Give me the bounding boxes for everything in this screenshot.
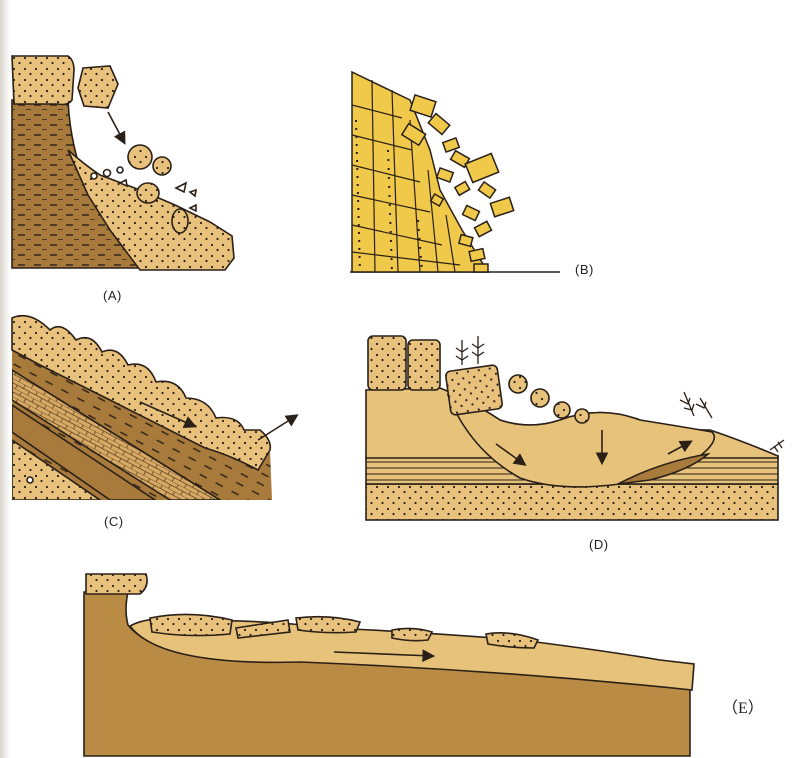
- panel-a-boulder: [137, 183, 159, 203]
- panel-d-boulder: [554, 402, 570, 418]
- panel-e-earthflow: [84, 574, 694, 756]
- panel-a-chip: [190, 190, 196, 196]
- panel-e-caprock: [86, 574, 147, 594]
- panel-a-caprock: [12, 56, 74, 105]
- panel-d-base-layer: [366, 484, 778, 520]
- panel-a-boulder: [128, 145, 152, 169]
- panel-label-c: (C): [104, 514, 124, 529]
- panel-a-boulder: [172, 209, 188, 233]
- panel-label-e: （E）: [722, 694, 764, 718]
- panel-label-d: (D): [589, 537, 609, 552]
- panel-a-chip: [190, 205, 196, 211]
- panel-label-b: (B): [575, 262, 594, 277]
- panel-a-rockfall: [12, 56, 234, 270]
- panel-d-boulder: [509, 375, 527, 393]
- panel-a-pebble: [91, 173, 97, 179]
- panel-a-boulder: [153, 157, 171, 175]
- panel-b-blocks: [350, 72, 560, 272]
- panel-d-caprock: [408, 340, 440, 390]
- panel-a-fall-arrow: [108, 112, 124, 142]
- panel-c-pebble: [27, 477, 33, 483]
- panel-label-a: (A): [103, 288, 122, 303]
- panel-c-creep: [0, 300, 296, 520]
- panel-d-tilted-block: [445, 365, 503, 416]
- panel-c-creep-arrow-2: [258, 416, 296, 440]
- panel-d-boulder: [575, 409, 589, 423]
- panel-a-falling-block: [78, 66, 118, 108]
- panel-d-caprock: [368, 336, 406, 390]
- panel-d-boulder: [531, 389, 549, 407]
- panel-a-chip: [176, 183, 186, 192]
- panel-a-pebble: [104, 170, 111, 177]
- panel-d-slump: [366, 336, 784, 520]
- panel-a-pebble: [117, 167, 123, 173]
